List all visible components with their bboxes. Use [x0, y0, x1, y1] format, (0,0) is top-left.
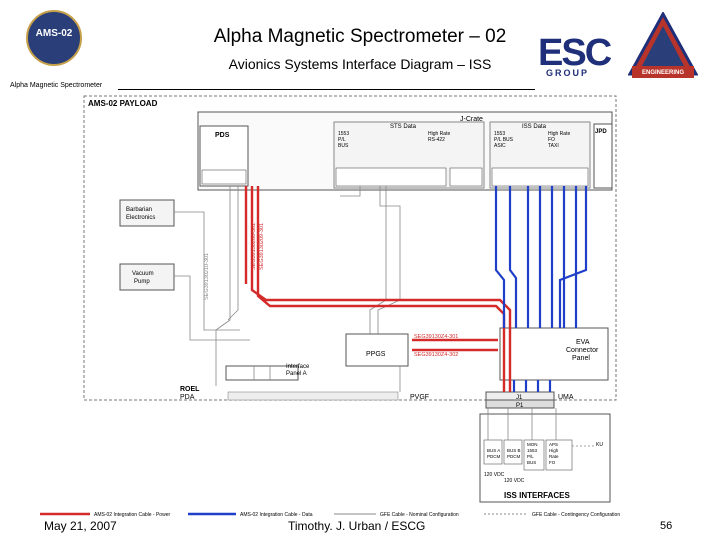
iss-left-label-1: 1553: [494, 131, 505, 137]
sts-right-label-1: High Rate: [428, 131, 450, 137]
vacuum-box: [119, 263, 175, 291]
barbarian-label-1: Barbarian: [126, 207, 152, 213]
p1-label: P1: [516, 403, 524, 409]
vdc-label-1: 120 VDC: [484, 472, 505, 478]
ku-label: KU: [596, 442, 603, 448]
bus-b-label-1: BUS B: [507, 448, 521, 453]
cable-label-1: SEG39130208-301: [251, 223, 257, 270]
mon-label-3: P/L: [527, 454, 534, 459]
jcrate-label: J-Crate: [460, 116, 483, 123]
iss-left-label-3: ASIC: [494, 143, 506, 149]
iss-bus-blocks: [483, 439, 573, 471]
uma-label: UMA: [558, 394, 574, 401]
jpd-label: JPD: [595, 129, 607, 135]
legend: AMS-02 Integration Cable - Power AMS-02 …: [40, 512, 620, 518]
interface-panel-label-2: Panel A: [286, 371, 307, 377]
aps-label-1: APS: [549, 442, 558, 447]
ams02-logo: [26, 10, 82, 66]
escg-logo: ESC: [538, 32, 612, 74]
pda-strip: [227, 391, 399, 401]
legend-label-nominal: GFE Cable - Nominal Configuration: [380, 512, 459, 518]
ppgs-label: PPGS: [366, 351, 386, 358]
mon-label-4: BUS: [527, 460, 536, 465]
legend-label-data: AMS-02 Integration Cable - Data: [240, 512, 313, 518]
eva-box: [499, 327, 609, 381]
payload-label: AMS-02 PAYLOAD: [88, 99, 158, 108]
escg-logo-group: GROUP: [546, 68, 590, 78]
iss-right-label-1: High Rate: [548, 131, 570, 137]
iss-right-label-3: TAXI: [548, 143, 559, 149]
legend-label-contingency: GFE Cable - Contingency Configuration: [532, 512, 620, 518]
vacuum-label-2: Pump: [134, 279, 150, 285]
ppgs-box: [345, 333, 409, 367]
pda-label: PDA: [180, 394, 195, 401]
mon-label-2: 1553: [527, 448, 538, 453]
interface-panel-label-1: Interface: [286, 364, 310, 370]
vdc-label-2: 120 VDC: [504, 478, 525, 484]
roel-label: ROEL: [180, 386, 200, 393]
iss-left-label-2: P/L BUS: [494, 137, 514, 143]
p1-connector: [485, 399, 555, 409]
iss-right-label-2: FO: [548, 137, 555, 143]
bus-b-label-2: PDCM: [507, 454, 521, 459]
j1-label: J1: [516, 395, 523, 401]
aps-label-2: High: [549, 448, 559, 453]
sts-right-label-2: RS-422: [428, 137, 445, 143]
sts-left-label-2: P/L: [338, 137, 346, 143]
eva-cable-label-2: SEG39130Z4-302: [414, 352, 458, 358]
eva-label-3: Panel: [572, 355, 590, 362]
legend-label-power: AMS-02 Integration Cable - Power: [94, 512, 170, 518]
cable-label-3: SEG39130210-301: [204, 253, 210, 300]
bus-a-label-2: PDCM: [487, 454, 501, 459]
engineering-logo: [628, 12, 698, 78]
vacuum-label-1: Vacuum: [132, 271, 154, 277]
sts-left-label-1: 1553: [338, 131, 349, 137]
jcrate-pins: [201, 167, 589, 187]
ams02-logo-text: AMS-02: [35, 28, 73, 39]
bus-a-label-1: BUS A: [487, 448, 500, 453]
page-subtitle: Avionics Systems Interface Diagram – ISS: [228, 56, 492, 72]
eva-label-2: Connector: [566, 347, 599, 354]
engineering-logo-text: ENGINEERING: [641, 70, 684, 76]
footer-author: Timothy. J. Urban / ESCG: [288, 519, 426, 533]
barbarian-box: [119, 199, 175, 227]
iss-interfaces-box: [479, 413, 611, 503]
pds-label: PDS: [215, 132, 230, 139]
sts-left-label-3: BUS: [338, 143, 349, 149]
sts-data-label: STS Data: [390, 124, 417, 130]
barbarian-label-2: Electronics: [126, 215, 155, 221]
aps-label-3: Rate: [549, 454, 559, 459]
cable-label-2: SEG39130209-301: [259, 223, 265, 270]
header-rule: [118, 89, 535, 90]
footer-date: May 21, 2007: [44, 519, 117, 533]
interface-panel-box: [225, 365, 299, 381]
pvgf-label: PVGF: [410, 394, 429, 401]
iss-interfaces-label: ISS INTERFACES: [504, 491, 570, 500]
iss-data-label: ISS Data: [522, 124, 547, 130]
data-cables: [494, 186, 588, 392]
eva-label-1: EVA: [576, 339, 590, 346]
page-number: 56: [660, 520, 673, 532]
page-title: Alpha Magnetic Spectrometer – 02: [213, 26, 507, 47]
aps-label-4: FO: [549, 460, 556, 465]
header-left-label: Alpha Magnetic Spectrometer: [10, 82, 103, 89]
jpd-box: [593, 123, 613, 189]
eva-cable-label-1: SEG39130Z4-301: [414, 334, 458, 340]
mon-label-1: MON: [527, 442, 538, 447]
